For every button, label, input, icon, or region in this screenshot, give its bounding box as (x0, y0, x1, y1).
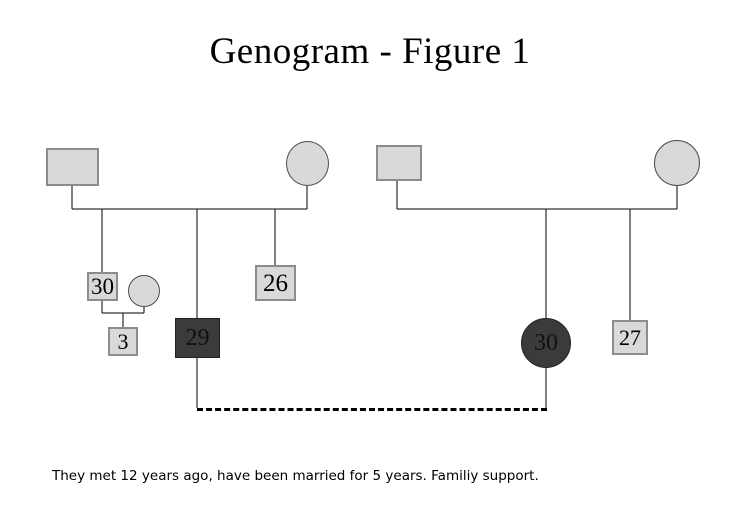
left-family-child-29-label: 29 (185, 325, 210, 351)
right-family-child-30-circle[interactable]: 30 (521, 318, 571, 368)
left-family-child-30-square[interactable]: 30 (87, 272, 118, 301)
left-family-father-square[interactable] (46, 148, 99, 186)
left-family-child-spouse-circle[interactable] (128, 275, 160, 307)
left-family-grandchild-3-square[interactable]: 3 (108, 327, 138, 356)
right-family-child-27-label: 27 (619, 324, 641, 350)
left-family-child-26-square[interactable]: 26 (255, 265, 296, 301)
page-title: Genogram - Figure 1 (209, 31, 531, 72)
left-family-child-26-label: 26 (263, 269, 288, 297)
marriage-dashed-connector (197, 408, 547, 411)
right-family-father-square[interactable] (376, 145, 422, 181)
right-family-child-30-label: 30 (534, 330, 558, 356)
left-family-mother-circle[interactable] (286, 141, 329, 186)
right-family-mother-circle[interactable] (654, 140, 700, 186)
left-family-child-30-label: 30 (91, 274, 114, 299)
right-family-child-27-square[interactable]: 27 (612, 320, 648, 355)
left-family-grandchild-3-label: 3 (117, 328, 129, 354)
figure-caption: They met 12 years ago, have been married… (52, 468, 539, 484)
left-family-child-29-square[interactable]: 29 (175, 318, 220, 358)
